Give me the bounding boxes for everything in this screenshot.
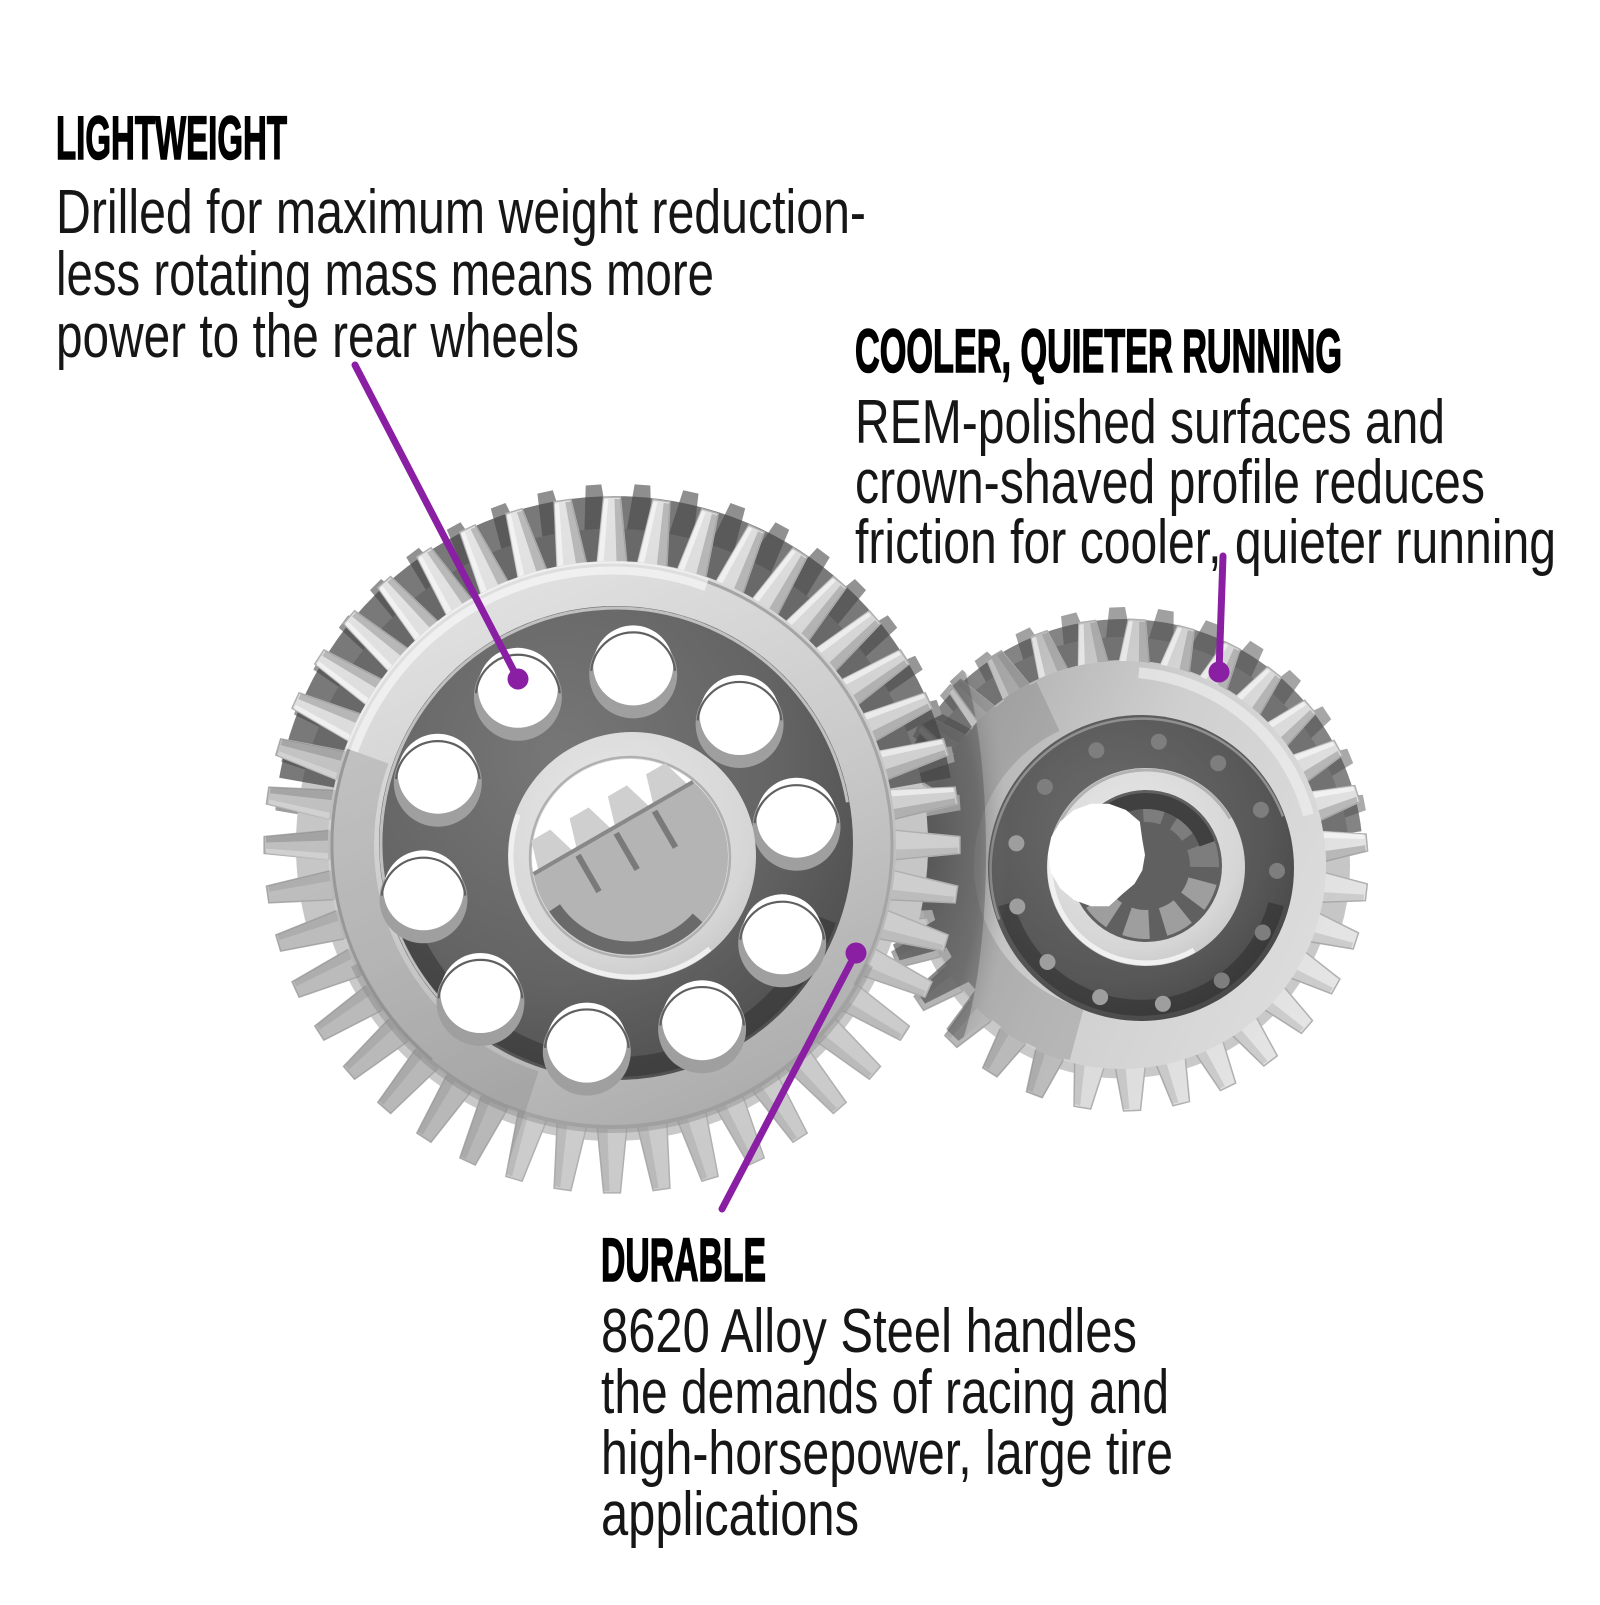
svg-text:friction for cooler, quieter r: friction for cooler, quieter running [855, 508, 1556, 577]
svg-text:the demands of racing and: the demands of racing and [601, 1358, 1169, 1427]
svg-text:COOLER, QUIETER RUNNING: COOLER, QUIETER RUNNING [855, 317, 1342, 385]
svg-text:DURABLE: DURABLE [601, 1226, 766, 1294]
svg-text:high-horsepower, large tire: high-horsepower, large tire [601, 1419, 1173, 1488]
svg-text:crown-shaved profile reduces: crown-shaved profile reduces [855, 448, 1485, 517]
svg-text:applications: applications [601, 1480, 859, 1549]
svg-text:Drilled for maximum weight red: Drilled for maximum weight reduction- [56, 178, 866, 247]
svg-text:power to the rear wheels: power to the rear wheels [56, 302, 579, 371]
svg-text:REM-polished surfaces and: REM-polished surfaces and [855, 388, 1445, 457]
svg-text:less rotating mass means more: less rotating mass means more [56, 240, 714, 309]
svg-text:LIGHTWEIGHT: LIGHTWEIGHT [56, 104, 287, 172]
svg-text:8620 Alloy Steel handles: 8620 Alloy Steel handles [601, 1297, 1137, 1366]
